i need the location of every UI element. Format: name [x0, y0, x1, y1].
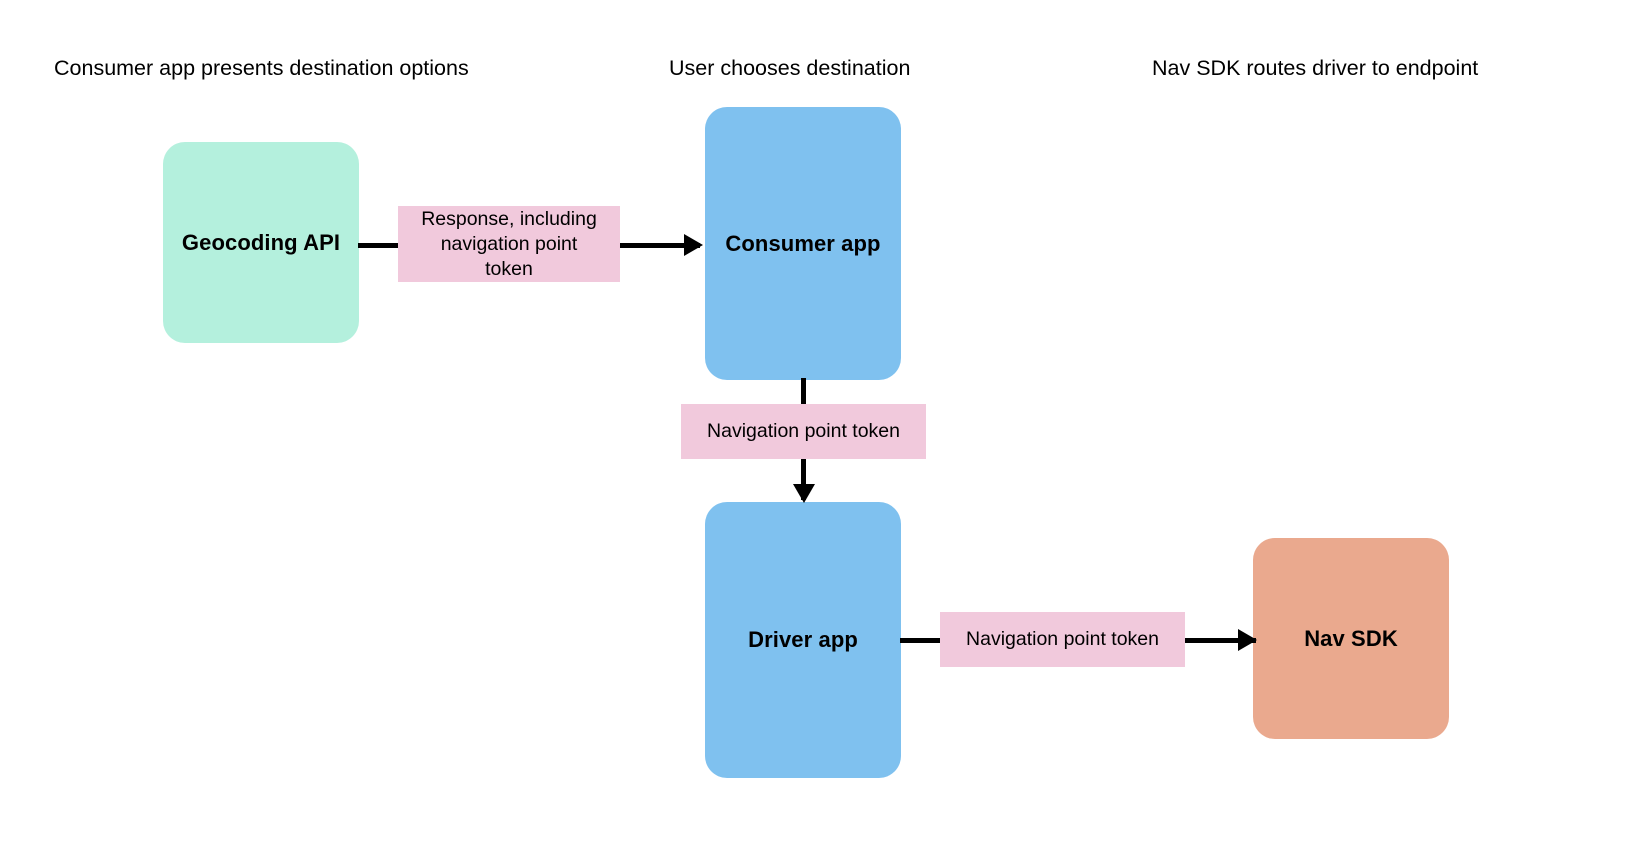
edge-label-geocoding-to-consumer: Response, including navigation point tok… — [398, 206, 620, 282]
arrowhead-driver-to-nav-sdk — [1238, 629, 1257, 651]
node-geocoding-api-label: Geocoding API — [181, 229, 341, 255]
edge-label-driver-to-nav-sdk-text: Navigation point token — [966, 628, 1159, 650]
stage-header-consumer-app: Consumer app presents destination option… — [54, 56, 469, 80]
node-nav-sdk-label: Nav SDK — [1304, 625, 1398, 651]
edge-label-driver-to-nav-sdk: Navigation point token — [940, 612, 1185, 667]
stage-header-nav-sdk: Nav SDK routes driver to endpoint — [1152, 56, 1479, 80]
edge-label-consumer-to-driver-text: Navigation point token — [707, 420, 900, 442]
node-consumer-app-label: Consumer app — [725, 230, 881, 256]
arrowhead-geocoding-to-consumer — [684, 234, 703, 256]
node-consumer-app[interactable]: Consumer app — [705, 107, 901, 380]
stage-header-user-chooses: User chooses destination — [669, 56, 911, 80]
edge-label-line-1: Response, including — [421, 207, 597, 230]
node-geocoding-api[interactable]: Geocoding API — [163, 142, 359, 343]
node-driver-app-label: Driver app — [748, 627, 858, 652]
arrowhead-consumer-to-driver — [793, 484, 815, 503]
edge-label-line-3: token — [485, 257, 533, 280]
edge-label-consumer-to-driver: Navigation point token — [681, 404, 926, 459]
node-driver-app[interactable]: Driver app — [705, 502, 901, 778]
node-nav-sdk[interactable]: Nav SDK — [1253, 538, 1449, 739]
edge-label-line-2: navigation point — [440, 232, 578, 255]
